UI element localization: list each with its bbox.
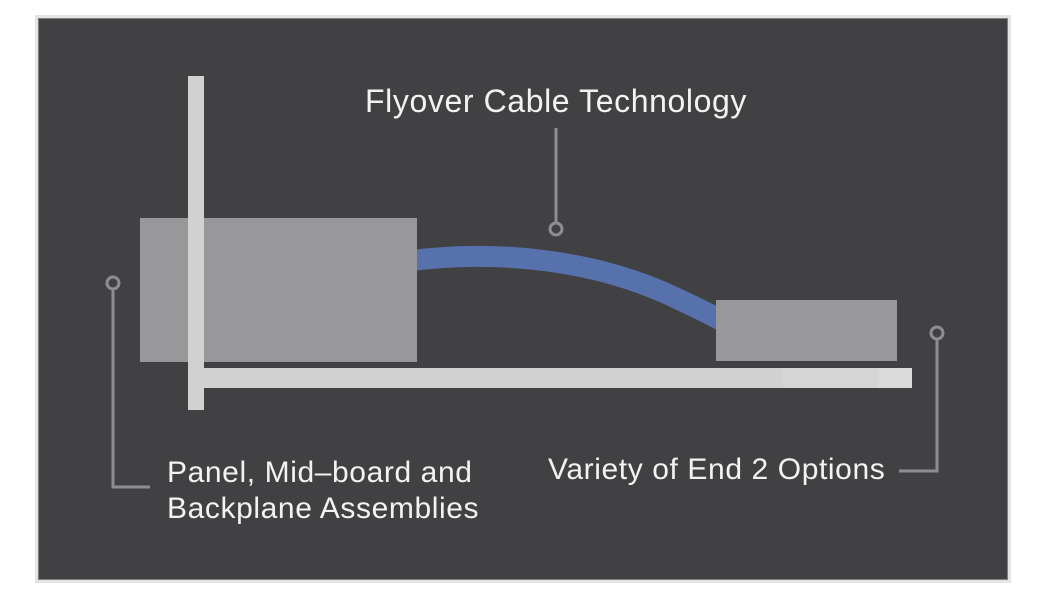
mid-board-connector-block — [140, 218, 417, 362]
title-callout-circle — [548, 221, 564, 237]
right-callout-line — [899, 340, 939, 473]
diagram-title: Flyover Cable Technology — [364, 83, 748, 119]
label-assemblies-line1: Panel, Mid–board and — [167, 456, 473, 489]
right-callout-circle — [929, 325, 945, 341]
end2-board-overlap — [783, 368, 878, 388]
left-callout-line — [111, 290, 150, 489]
label-assemblies: Panel, Mid–board and Backplane Assemblie… — [167, 455, 479, 527]
host-board — [188, 368, 783, 388]
flyover-cable — [406, 245, 758, 348]
bulkhead-panel — [188, 76, 204, 410]
label-end2-options: Variety of End 2 Options — [548, 453, 886, 486]
end2-board-tail — [878, 368, 912, 388]
left-callout-circle — [105, 275, 121, 291]
diagram-panel: Flyover Cable Technology Panel, Mid–boar… — [35, 15, 1011, 583]
end2-connector-block — [716, 300, 897, 361]
flyover-diagram — [105, 76, 945, 489]
label-assemblies-line2: Backplane Assemblies — [167, 492, 480, 525]
